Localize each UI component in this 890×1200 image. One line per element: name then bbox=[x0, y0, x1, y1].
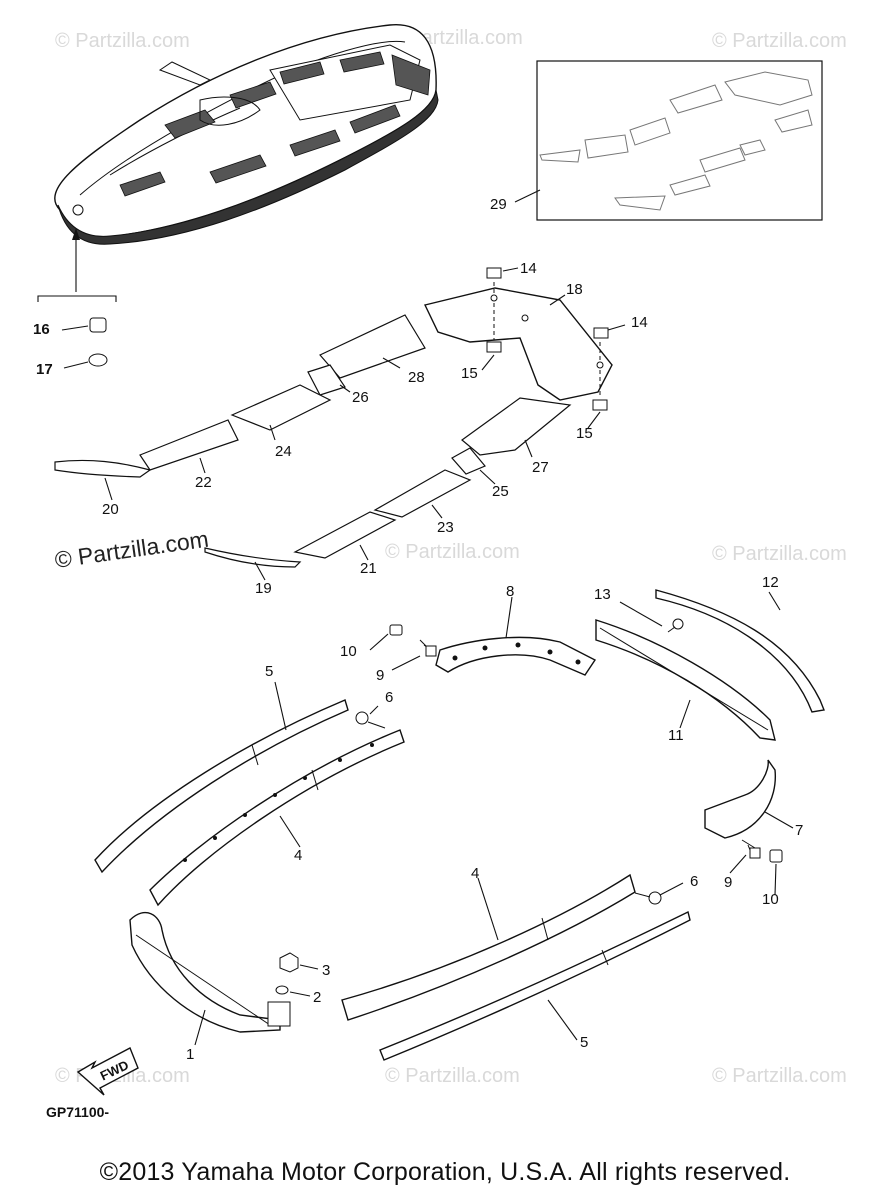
part-label-18: 18 bbox=[566, 281, 583, 298]
part-label-3: 3 bbox=[322, 962, 330, 979]
part-label-15: 15 bbox=[461, 365, 478, 382]
part-number-labels: 1 2 3 4 4 5 5 6 6 7 8 9 9 10 10 11 12 13… bbox=[33, 196, 803, 1063]
part-label-26: 26 bbox=[352, 389, 369, 406]
fwd-arrow-icon: FWD bbox=[76, 1047, 139, 1096]
part-label-20: 20 bbox=[102, 501, 119, 518]
part-label-25: 25 bbox=[492, 483, 509, 500]
part-label-4: 4 bbox=[294, 847, 302, 864]
rail-parts: FWD bbox=[76, 589, 825, 1096]
part-label-16: 16 bbox=[33, 321, 50, 338]
part-label-27: 27 bbox=[532, 459, 549, 476]
part-label-8: 8 bbox=[506, 583, 514, 600]
part-label-7: 7 bbox=[795, 822, 803, 839]
watermark-text: © Partzilla.com bbox=[712, 30, 847, 52]
watermark-text: © Partzilla.com bbox=[55, 30, 190, 52]
part-label-14: 14 bbox=[520, 260, 537, 277]
part-label-2: 2 bbox=[313, 989, 321, 1006]
part-label-9: 9 bbox=[376, 667, 384, 684]
watermark-text: © Partzilla.com bbox=[385, 541, 520, 563]
part-label-4b: 4 bbox=[471, 865, 479, 882]
watermark-text: © Partzilla.com bbox=[53, 526, 210, 573]
part-label-19: 19 bbox=[255, 580, 272, 597]
part-label-15b: 15 bbox=[576, 425, 593, 442]
part-label-6: 6 bbox=[385, 689, 393, 706]
watermark-text: © Partzilla.com bbox=[385, 1065, 520, 1087]
part-label-13: 13 bbox=[594, 586, 611, 603]
part-label-29: 29 bbox=[490, 196, 507, 213]
part-label-11: 11 bbox=[668, 727, 684, 744]
part-label-10b: 10 bbox=[762, 891, 779, 908]
part-label-24: 24 bbox=[275, 443, 292, 460]
watermark-text: © Partzilla.com bbox=[712, 543, 847, 565]
part-label-12: 12 bbox=[762, 574, 779, 591]
part-label-10: 10 bbox=[340, 643, 357, 660]
part-label-28: 28 bbox=[408, 369, 425, 386]
decal-set bbox=[54, 267, 626, 581]
callout-arrow bbox=[37, 228, 117, 302]
part-label-23: 23 bbox=[437, 519, 454, 536]
part-label-22: 22 bbox=[195, 474, 212, 491]
inset-box-29 bbox=[514, 60, 823, 221]
copyright-footer: ©2013 Yamaha Motor Corporation, U.S.A. A… bbox=[99, 1158, 791, 1186]
part-label-9b: 9 bbox=[724, 874, 732, 891]
part-label-21: 21 bbox=[360, 560, 377, 577]
part-label-17: 17 bbox=[36, 361, 53, 378]
part-label-1: 1 bbox=[186, 1046, 194, 1063]
part-label-5b: 5 bbox=[580, 1034, 588, 1051]
diagram-code: GP71100- bbox=[46, 1104, 110, 1120]
part-label-6b: 6 bbox=[690, 873, 698, 890]
part-label-14b: 14 bbox=[631, 314, 648, 331]
part-label-5: 5 bbox=[265, 663, 273, 680]
watermark-text: © Partzilla.com bbox=[712, 1065, 847, 1087]
watercraft-illustration bbox=[54, 24, 439, 245]
